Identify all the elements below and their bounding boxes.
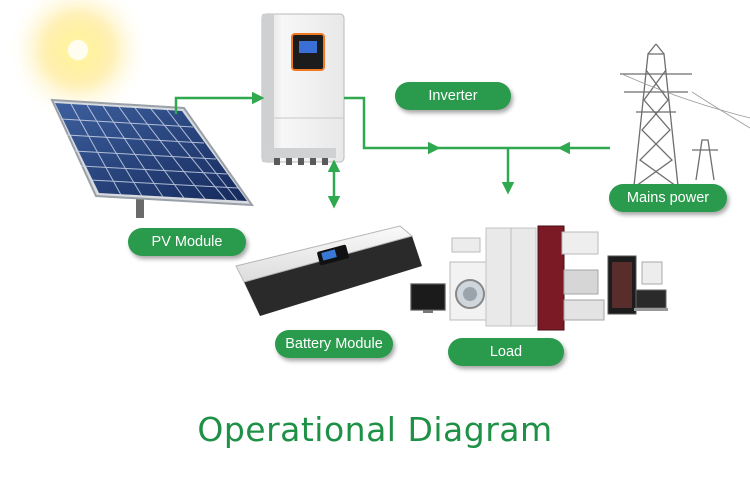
inverter-unit [261,13,345,165]
diagram-title: Operational Diagram [197,410,553,449]
label-battery-module: Battery Module [275,330,393,358]
label-inverter: Inverter [395,82,511,110]
label-pv-module: PV Module [128,228,246,256]
flow-lines [174,91,610,209]
label-mains-power: Mains power [609,184,727,212]
sun-icon [6,0,150,122]
home-appliances-group [410,225,668,331]
power-tower-icon [620,43,750,187]
solar-panel [50,98,255,218]
inverter-output-line [344,96,441,155]
battery-module-unit [235,225,422,316]
pv-to-inverter-line [174,91,265,114]
label-load: Load [448,338,564,366]
